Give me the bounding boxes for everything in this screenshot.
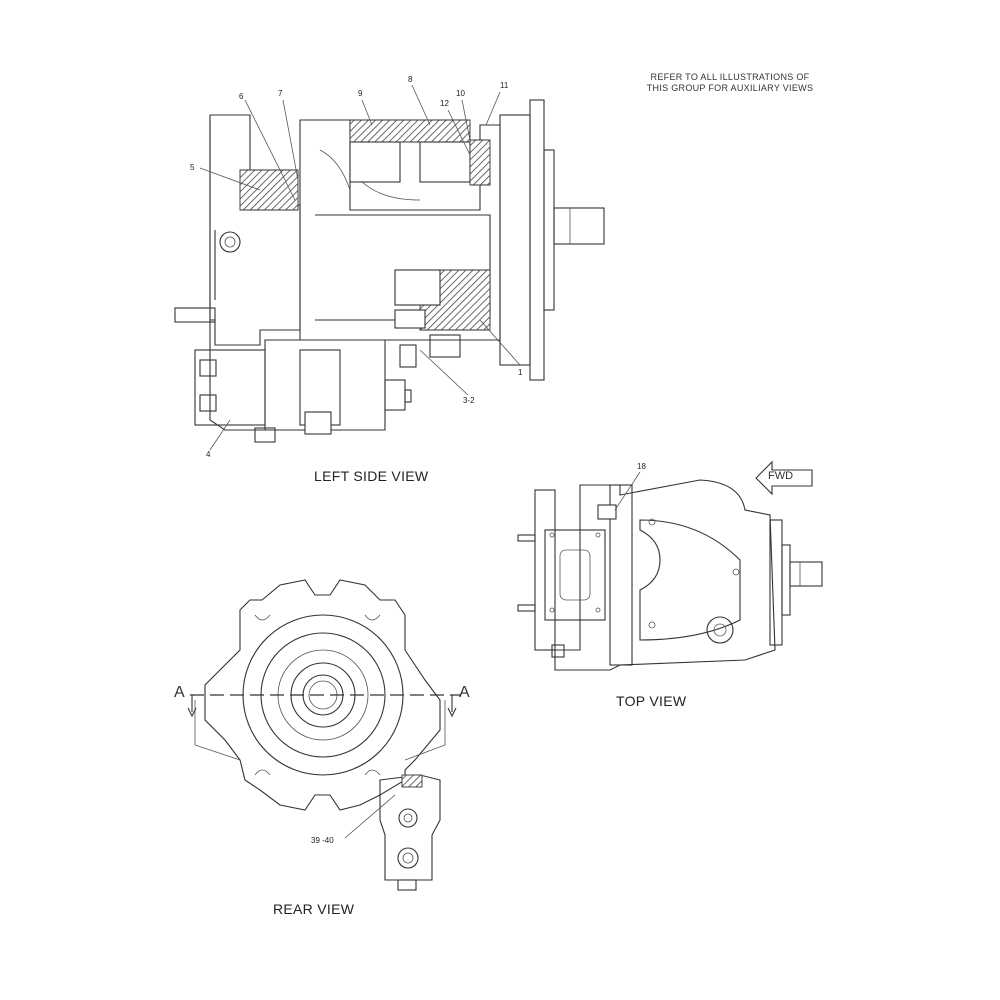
top-view-drawing: [517, 460, 823, 671]
callout-7: 7: [278, 89, 283, 98]
callout-8: 8: [408, 75, 413, 84]
note-line-2: THIS GROUP FOR AUXILIARY VIEWS: [646, 83, 814, 93]
callout-3-2: 3-2: [463, 396, 475, 405]
note-line-1: REFER TO ALL ILLUSTRATIONS OF: [650, 72, 810, 82]
section-marker-right: A: [459, 684, 470, 701]
callout-5: 5: [190, 163, 195, 172]
fwd-label: FWD: [768, 470, 794, 482]
callout-6: 6: [239, 92, 244, 101]
callout-18: 18: [637, 462, 646, 471]
rear-view-title: REAR VIEW: [273, 901, 355, 917]
general-note: REFER TO ALL ILLUSTRATIONS OF THIS GROUP…: [600, 72, 860, 94]
left-side-view-drawing: [174, 84, 605, 451]
callout-12: 12: [440, 99, 449, 108]
callout-11: 11: [500, 81, 509, 90]
left-side-view-title: LEFT SIDE VIEW: [314, 468, 429, 484]
fwd-arrow-icon: [755, 460, 813, 496]
callout-39-40: 39 -40: [311, 836, 334, 845]
section-marker-left: A: [174, 684, 185, 701]
callout-10: 10: [456, 89, 465, 98]
top-view-title: TOP VIEW: [616, 693, 687, 709]
callout-1: 1: [518, 368, 523, 377]
rear-view-drawing: [187, 579, 460, 891]
callout-4: 4: [206, 450, 211, 459]
callout-9: 9: [358, 89, 363, 98]
